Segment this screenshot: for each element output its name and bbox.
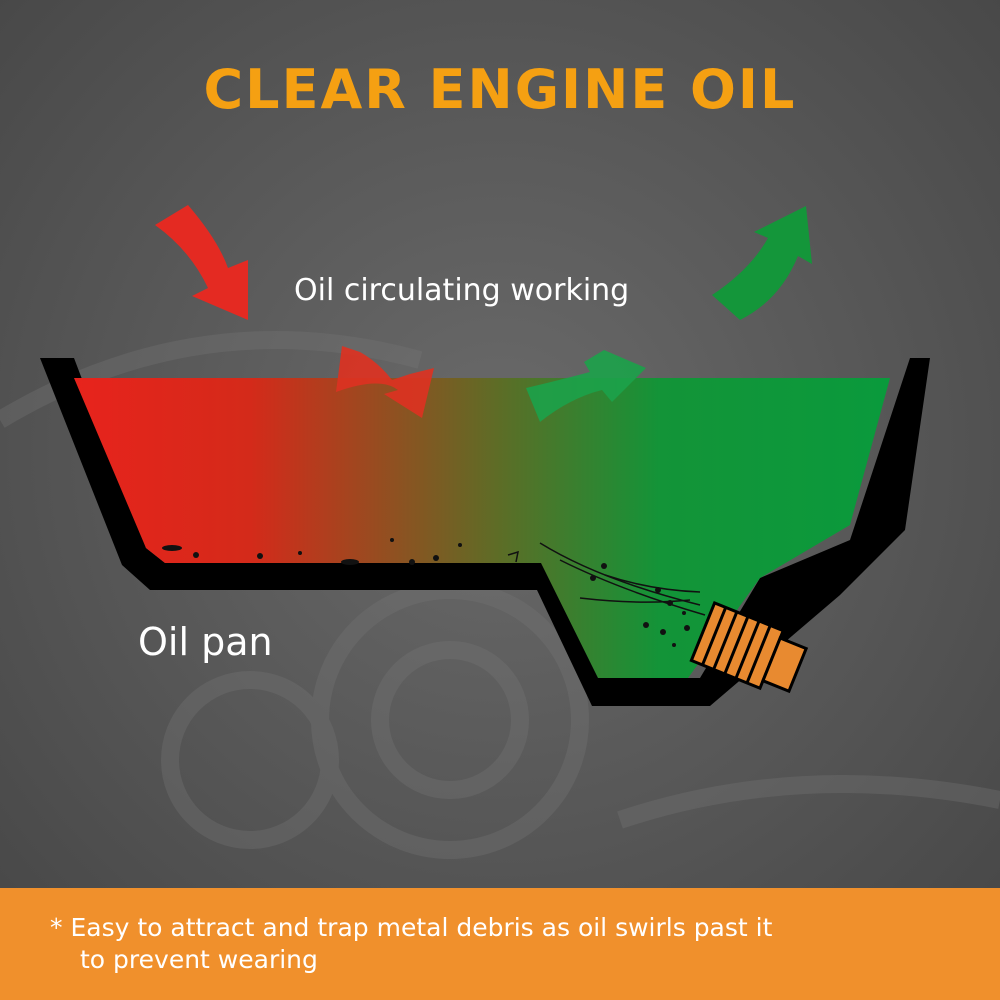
green-arrow-icon <box>526 350 646 422</box>
note-text: * Easy to attract and trap metal debris … <box>50 912 930 976</box>
red-arrow-icon <box>336 346 434 418</box>
note-line-1: * Easy to attract and trap metal debris … <box>50 913 773 942</box>
page-title: CLEAR ENGINE OIL <box>203 58 797 121</box>
oil-pan-label: Oil pan <box>138 620 273 664</box>
oil-fill <box>74 378 890 678</box>
note-line-2: to prevent wearing <box>80 945 318 974</box>
metal-debris <box>162 538 690 647</box>
red-arrow-icon <box>155 205 248 320</box>
oil-circulating-label: Oil circulating working <box>294 273 630 308</box>
swirl-lines <box>507 542 706 616</box>
drain-plug-icon <box>689 600 809 694</box>
note-banner <box>0 888 1000 1000</box>
green-arrow-icon <box>712 206 812 320</box>
